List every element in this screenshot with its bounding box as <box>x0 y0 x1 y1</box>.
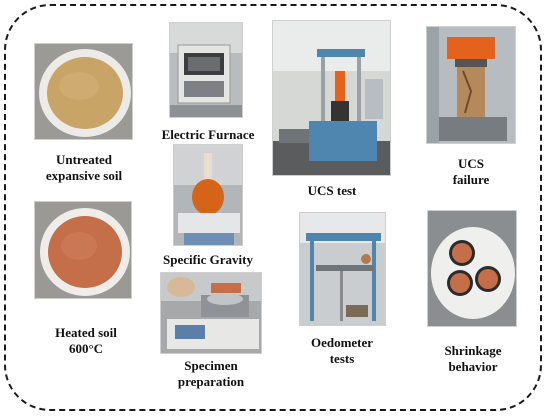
oedometer-photo <box>299 212 386 326</box>
caption-oedometer: Oedometer tests <box>310 335 374 366</box>
caption-specimen: Specimen preparation <box>177 358 245 389</box>
untreated-soil-photo <box>34 43 133 140</box>
caption-ucs-failure: UCS failure <box>452 156 490 187</box>
caption-heated: Heated soil 600°C <box>55 325 117 356</box>
caption-specific-gravity: Specific Gravity <box>163 252 253 267</box>
electric-furnace-photo <box>169 22 243 118</box>
caption-ucs-test: UCS test <box>307 183 357 198</box>
caption-shrinkage: Shrinkage behavior <box>444 343 502 374</box>
ucs-failure-photo <box>426 26 516 144</box>
ucs-test-photo <box>272 20 391 176</box>
specific-gravity-photo <box>173 144 243 246</box>
heated-soil-photo <box>34 201 132 299</box>
specimen-preparation-photo <box>160 272 262 354</box>
caption-furnace: Electric Furnace <box>161 127 255 142</box>
dashed-frame <box>4 4 542 411</box>
shrinkage-behavior-photo <box>427 210 517 327</box>
caption-untreated: Untreated expansive soil <box>45 152 123 183</box>
